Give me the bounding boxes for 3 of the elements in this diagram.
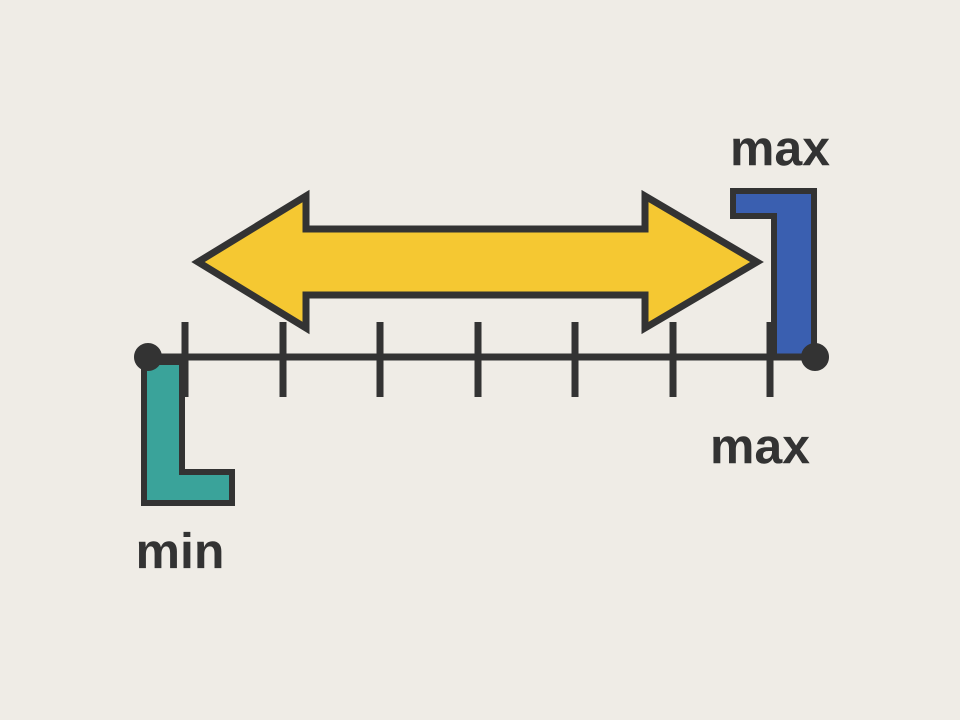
axis-label: max bbox=[713, 436, 810, 464]
axis-label: min bbox=[138, 532, 222, 568]
axis-label: max bbox=[733, 138, 830, 166]
